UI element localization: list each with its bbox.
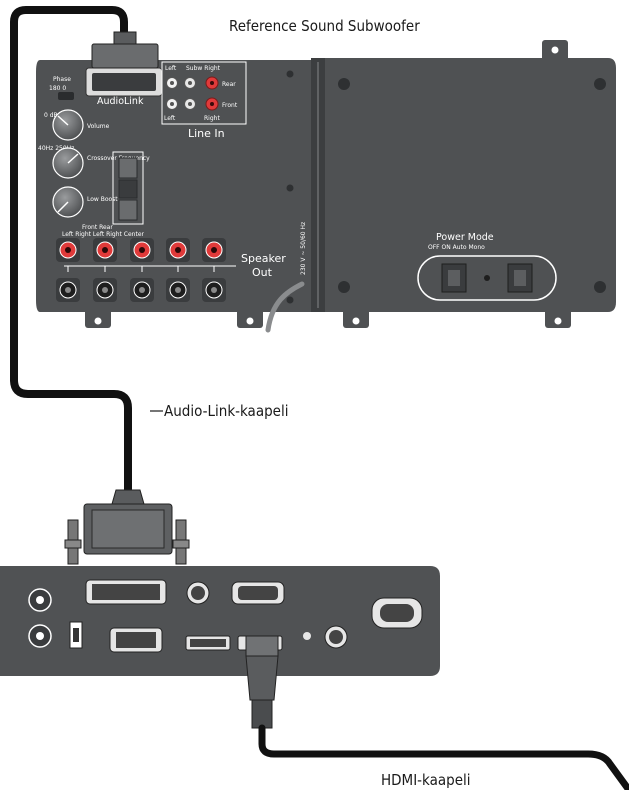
audiolink-plug-top-body (91, 43, 159, 69)
line-in-subw-right: Subw Right (186, 65, 221, 72)
speaker-out-label-line2: Out (252, 266, 273, 279)
power-mode-label: Power Mode (436, 232, 494, 243)
power-mode-frame (417, 255, 557, 301)
screw (594, 281, 606, 293)
hdmi-plug-body (245, 655, 279, 701)
speaker-out-black-row (56, 278, 226, 302)
phase-switch[interactable] (58, 92, 74, 100)
screw (286, 184, 294, 192)
phase-label: Phase (53, 76, 71, 83)
low-boost-label: Low Boost (87, 196, 118, 203)
line-in-front-label: Front (222, 102, 238, 109)
amplifier-plate (325, 58, 616, 312)
screw (338, 78, 350, 90)
line-in-label: Line In (188, 127, 225, 140)
pin-jack[interactable] (303, 632, 311, 640)
hdmi-cable (245, 635, 629, 790)
line-in-right-label: Right (204, 115, 220, 122)
audiolink-cable (10, 6, 190, 565)
toggle-switch[interactable] (118, 157, 138, 179)
toggle-switch[interactable] (118, 199, 138, 221)
screw (286, 296, 294, 304)
crossover-values: 40Hz 250Hz (38, 145, 74, 152)
voltage-label: 230 V ~ 50/60 Hz (300, 222, 307, 275)
volume-label: Volume (87, 123, 110, 130)
audiolink-port-label: AudioLink (97, 96, 144, 107)
front-rear-label: Front Rear (82, 224, 113, 231)
speaker-out-label-line1: Speaker (241, 252, 286, 265)
subwoofer-title: Reference Sound Subwoofer (229, 17, 420, 35)
tv-back-panel (0, 566, 440, 676)
power-mode-options: OFF ON Auto Mono (428, 244, 485, 251)
power-cord (265, 281, 305, 333)
speaker-out-red-row (56, 238, 226, 262)
phase-values: 180 0 (49, 85, 66, 92)
toggle-switch[interactable] (118, 179, 138, 199)
screw (594, 78, 606, 90)
line-in-box (161, 61, 247, 125)
line-in-left-label: Left (164, 115, 176, 122)
switch-frame (112, 151, 144, 225)
power-led (484, 275, 490, 281)
screw (338, 281, 350, 293)
hdmi-cable-label: HDMI-kaapeli (381, 771, 471, 789)
speaker-channel-labels: Left Right Left Right Center (62, 231, 145, 238)
screw (286, 70, 294, 78)
line-in-left-top: Left (165, 65, 177, 72)
line-in-rear-label: Rear (222, 81, 236, 88)
subwoofer-panel: Phase 180 0 AudioLink Left Subw Right Re… (36, 40, 616, 333)
volume-scale: 0 dB (44, 112, 58, 119)
audiolink-cable-label: Audio-Link-kaapeli (164, 402, 288, 420)
hdmi-plug-head (245, 635, 279, 657)
